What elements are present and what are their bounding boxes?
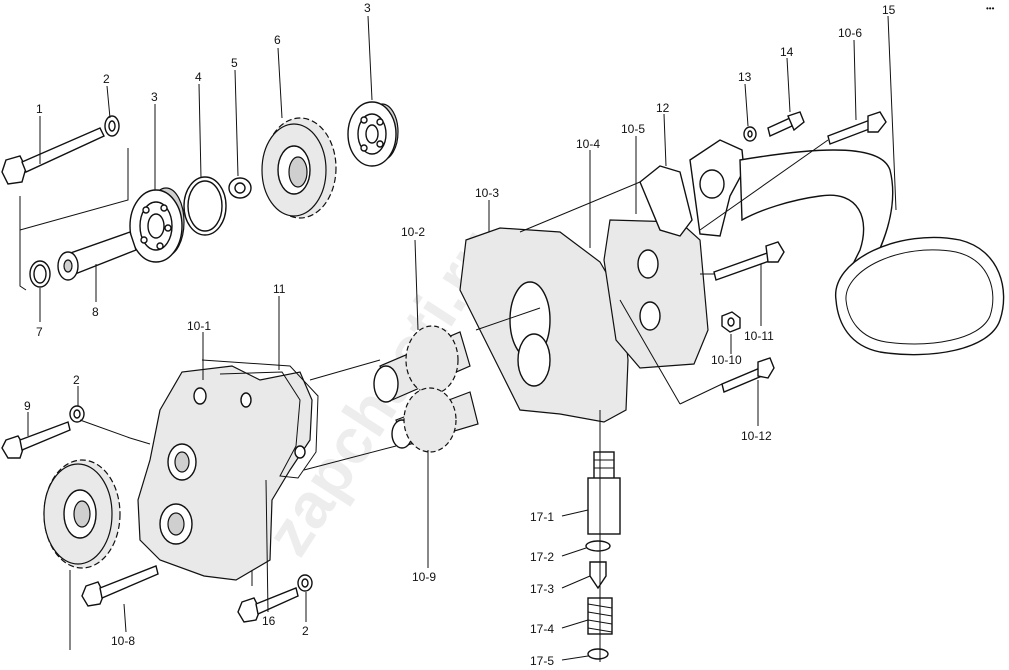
part-10-12-bolt: [721, 357, 775, 393]
label-10-11: 10-11: [744, 329, 774, 343]
label-1: 1: [36, 102, 43, 116]
corner-mark: •••: [986, 4, 995, 13]
label-8: 8: [92, 305, 99, 319]
part-10-8-gear: [43, 459, 121, 569]
part-3-bearing-left: [129, 187, 185, 263]
part-5-washer: [228, 177, 252, 199]
label-17-4: 17-4: [530, 622, 554, 636]
label-10-9: 10-9: [412, 570, 436, 584]
label-15: 15: [882, 3, 896, 17]
label-17-3: 17-3: [530, 582, 554, 596]
assembly-lines: [19, 139, 829, 662]
label-5: 5: [231, 56, 238, 70]
callout-leaders: [27, 15, 897, 661]
label-13: 13: [738, 70, 752, 84]
part-8-shaft: [57, 231, 137, 281]
label-7: 7: [36, 325, 43, 339]
label-10-10: 10-10: [711, 353, 742, 367]
part-7-ring: [29, 260, 51, 288]
part-13-washer: [743, 126, 757, 142]
part-14-bolt: [767, 111, 805, 137]
label-10-12: 10-12: [741, 429, 772, 443]
label-10-6: 10-6: [838, 26, 862, 40]
part-6-gear: [261, 117, 337, 219]
part-17-3-plunger: [589, 561, 607, 590]
part-10-1-housing: [137, 365, 313, 581]
label-4: 4: [195, 70, 202, 84]
label-3-right: 3: [364, 1, 371, 15]
label-17-2: 17-2: [530, 550, 554, 564]
label-2-left: 2: [73, 373, 80, 387]
part-11-gasket: [201, 359, 319, 479]
part-1-bolt: [1, 127, 105, 185]
label-10-5: 10-5: [621, 122, 645, 136]
callout-labels: 1 2 3 4 5 6 3 7 8 9 2 10-1 11 10-2 10-3 …: [24, 1, 896, 668]
part-16-bolt: [237, 587, 299, 623]
part-10-11-bolt: [713, 241, 785, 281]
label-2-top: 2: [103, 72, 110, 86]
label-16: 16: [262, 614, 276, 628]
label-10-3: 10-3: [475, 186, 499, 200]
label-11: 11: [273, 282, 286, 296]
part-9-bolt: [1, 421, 71, 459]
part-17-5-washer: [587, 648, 609, 660]
part-10-10-nut: [721, 311, 741, 333]
label-14: 14: [780, 45, 794, 59]
part-3-bearing-right: [347, 101, 399, 167]
part-10-2-gear-upper: [373, 325, 471, 403]
label-10-8: 10-8: [111, 634, 135, 648]
label-10-4: 10-4: [576, 137, 600, 151]
label-17-5: 17-5: [530, 654, 554, 668]
part-10-9-gear-lower: [391, 387, 479, 453]
label-10-1: 10-1: [187, 319, 211, 333]
label-6: 6: [274, 33, 281, 47]
part-17-2-washer: [585, 540, 611, 552]
label-9: 9: [24, 399, 31, 413]
part-10-3-housing: [459, 227, 629, 423]
part-2-washer-top: [104, 115, 120, 137]
part-17-1-valve-body: [587, 451, 621, 535]
part-10-6-bolt: [827, 111, 887, 145]
part-12-gasket: [639, 165, 693, 237]
part-2-washer-bottom: [297, 574, 313, 592]
part-2-washer-left: [69, 405, 85, 423]
label-10-2: 10-2: [401, 225, 425, 239]
label-3-left: 3: [151, 90, 158, 104]
part-10-5-cover-plate: [603, 219, 709, 369]
label-2-bottom: 2: [302, 624, 309, 638]
label-17-1: 17-1: [530, 510, 554, 524]
label-12: 12: [656, 101, 670, 115]
part-15-oil-pickup: [689, 139, 1005, 356]
part-4-snap-ring: [183, 176, 227, 236]
part-10-8-bolt: [81, 565, 159, 607]
